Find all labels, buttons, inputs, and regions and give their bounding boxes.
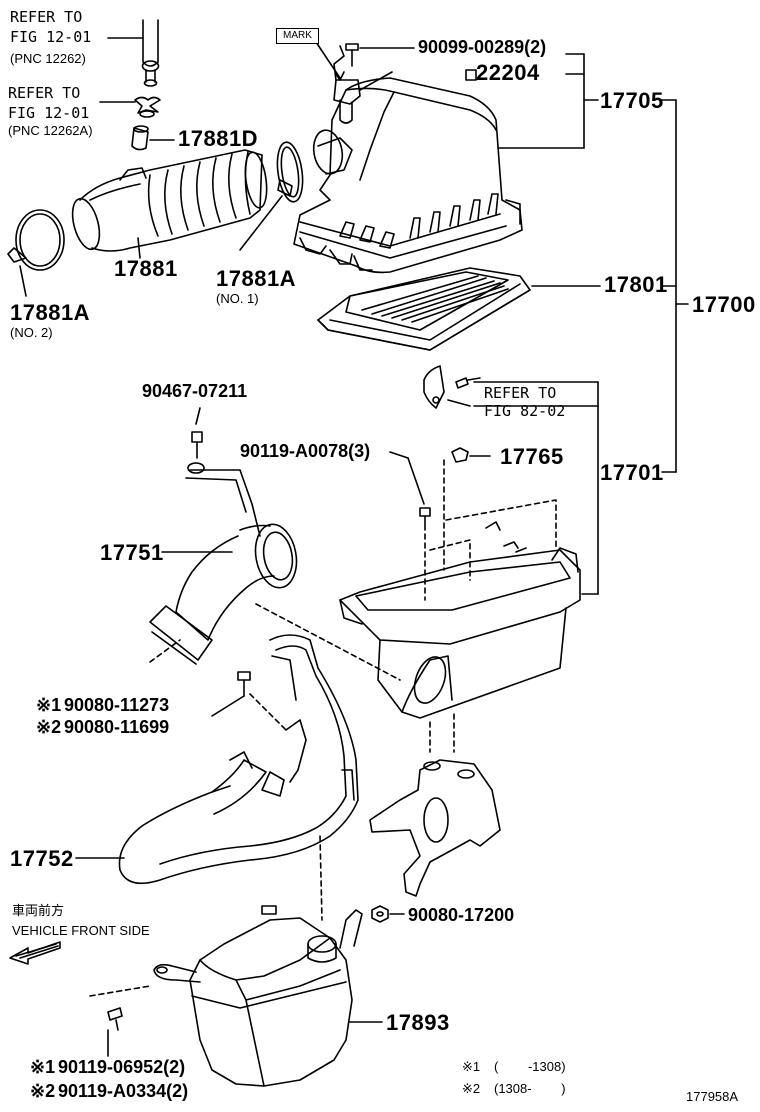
note-mark-2a: ※2 xyxy=(36,717,62,737)
bracket-17705 xyxy=(497,53,599,149)
footnote-1-text: ( -1308) xyxy=(494,1059,566,1074)
ref2-line1[interactable]: REFER TO xyxy=(8,84,81,102)
intake-hose-17881 xyxy=(71,149,268,259)
bracket-17700 xyxy=(661,99,689,473)
ref1-line2[interactable]: FIG 12-01 xyxy=(10,28,92,46)
air-cleaner-cap-17705 xyxy=(293,69,523,274)
ref3-line2[interactable]: FIG 82-02 xyxy=(484,402,566,420)
ref1-line1[interactable]: REFER TO xyxy=(10,8,83,26)
ref2-line3: (PNC 12262A) xyxy=(8,123,93,138)
part-90119-a0078[interactable]: 90119-A0078(3) xyxy=(240,441,371,461)
part-90119-06952[interactable]: 90119-06952(2) xyxy=(58,1057,186,1077)
part-17752[interactable]: 17752 xyxy=(10,846,74,871)
footnote-1-mark: ※1 xyxy=(462,1059,481,1074)
resonator-17893 xyxy=(89,905,383,1087)
bolt-90080-11273 xyxy=(211,671,287,731)
part-17701[interactable]: 17701 xyxy=(600,460,664,485)
screw-90099 xyxy=(345,43,415,67)
duct-17752 xyxy=(75,634,359,921)
part-17881a-no1[interactable]: 17881A xyxy=(216,266,297,291)
note-mark-1b: ※1 xyxy=(30,1057,56,1077)
part-17705[interactable]: 17705 xyxy=(600,88,664,113)
figure-id: 177958A xyxy=(686,1089,739,1104)
note-mark-2b: ※2 xyxy=(30,1081,56,1101)
clamp-17881a-no2 xyxy=(7,209,65,297)
direction-en: VEHICLE FRONT SIDE xyxy=(12,923,150,938)
case-bracket xyxy=(369,713,501,897)
footnote-2-text: (1308- ) xyxy=(494,1081,566,1096)
air-cleaner-case-17701 xyxy=(339,499,599,719)
ref-clip-top xyxy=(99,96,161,118)
part-17881d[interactable]: 17881D xyxy=(178,126,259,151)
part-17751[interactable]: 17751 xyxy=(100,540,164,565)
part-17765[interactable]: 17765 xyxy=(500,444,564,469)
air-filter-element-17801 xyxy=(317,267,601,351)
duct-17751 xyxy=(149,407,401,681)
connector-17881d xyxy=(131,125,175,151)
clamp-17881a-no1 xyxy=(239,141,304,251)
part-17881a-no2[interactable]: 17881A xyxy=(10,300,91,325)
nut-90080-17200 xyxy=(371,905,405,923)
part-90080-11273[interactable]: 90080-11273 xyxy=(64,695,170,715)
part-17881a-no1-note: (NO. 1) xyxy=(216,291,259,306)
ref3-line1[interactable]: REFER TO xyxy=(484,384,557,402)
ref1-line3: (PNC 12262) xyxy=(10,51,86,66)
bracket-fig-82-02 xyxy=(423,365,599,595)
ref-hose-top xyxy=(107,19,160,87)
part-90080-11699[interactable]: 90080-11699 xyxy=(64,717,170,737)
part-17881a-no2-note: (NO. 2) xyxy=(10,325,53,340)
part-22204[interactable]: 22204 xyxy=(476,60,540,85)
direction-jp: 車両前方 xyxy=(12,903,65,918)
part-17801[interactable]: 17801 xyxy=(604,272,668,297)
part-17700[interactable]: 17700 xyxy=(692,292,756,317)
part-90119-a0334[interactable]: 90119-A0334(2) xyxy=(58,1081,189,1101)
front-direction-arrow-icon xyxy=(9,941,61,965)
note-mark-1a: ※1 xyxy=(36,695,62,715)
mark-box: MARK xyxy=(276,28,319,44)
sensor-22204 xyxy=(333,45,393,124)
footnote-2-mark: ※2 xyxy=(462,1081,481,1096)
part-90080-17200[interactable]: 90080-17200 xyxy=(408,905,515,925)
bolt-90119-a0078 xyxy=(389,451,431,601)
bolt-90119-06952 xyxy=(107,1007,123,1057)
mark-leader-arrow xyxy=(335,71,345,81)
mark-leader-line xyxy=(315,41,341,79)
part-17881[interactable]: 17881 xyxy=(114,256,178,281)
part-90467-07211[interactable]: 90467-07211 xyxy=(142,381,248,401)
clip-17765 xyxy=(443,447,491,571)
part-17893[interactable]: 17893 xyxy=(386,1010,450,1035)
ref2-line2[interactable]: FIG 12-01 xyxy=(8,104,90,122)
part-90099-00289[interactable]: 90099-00289(2) xyxy=(418,37,547,57)
